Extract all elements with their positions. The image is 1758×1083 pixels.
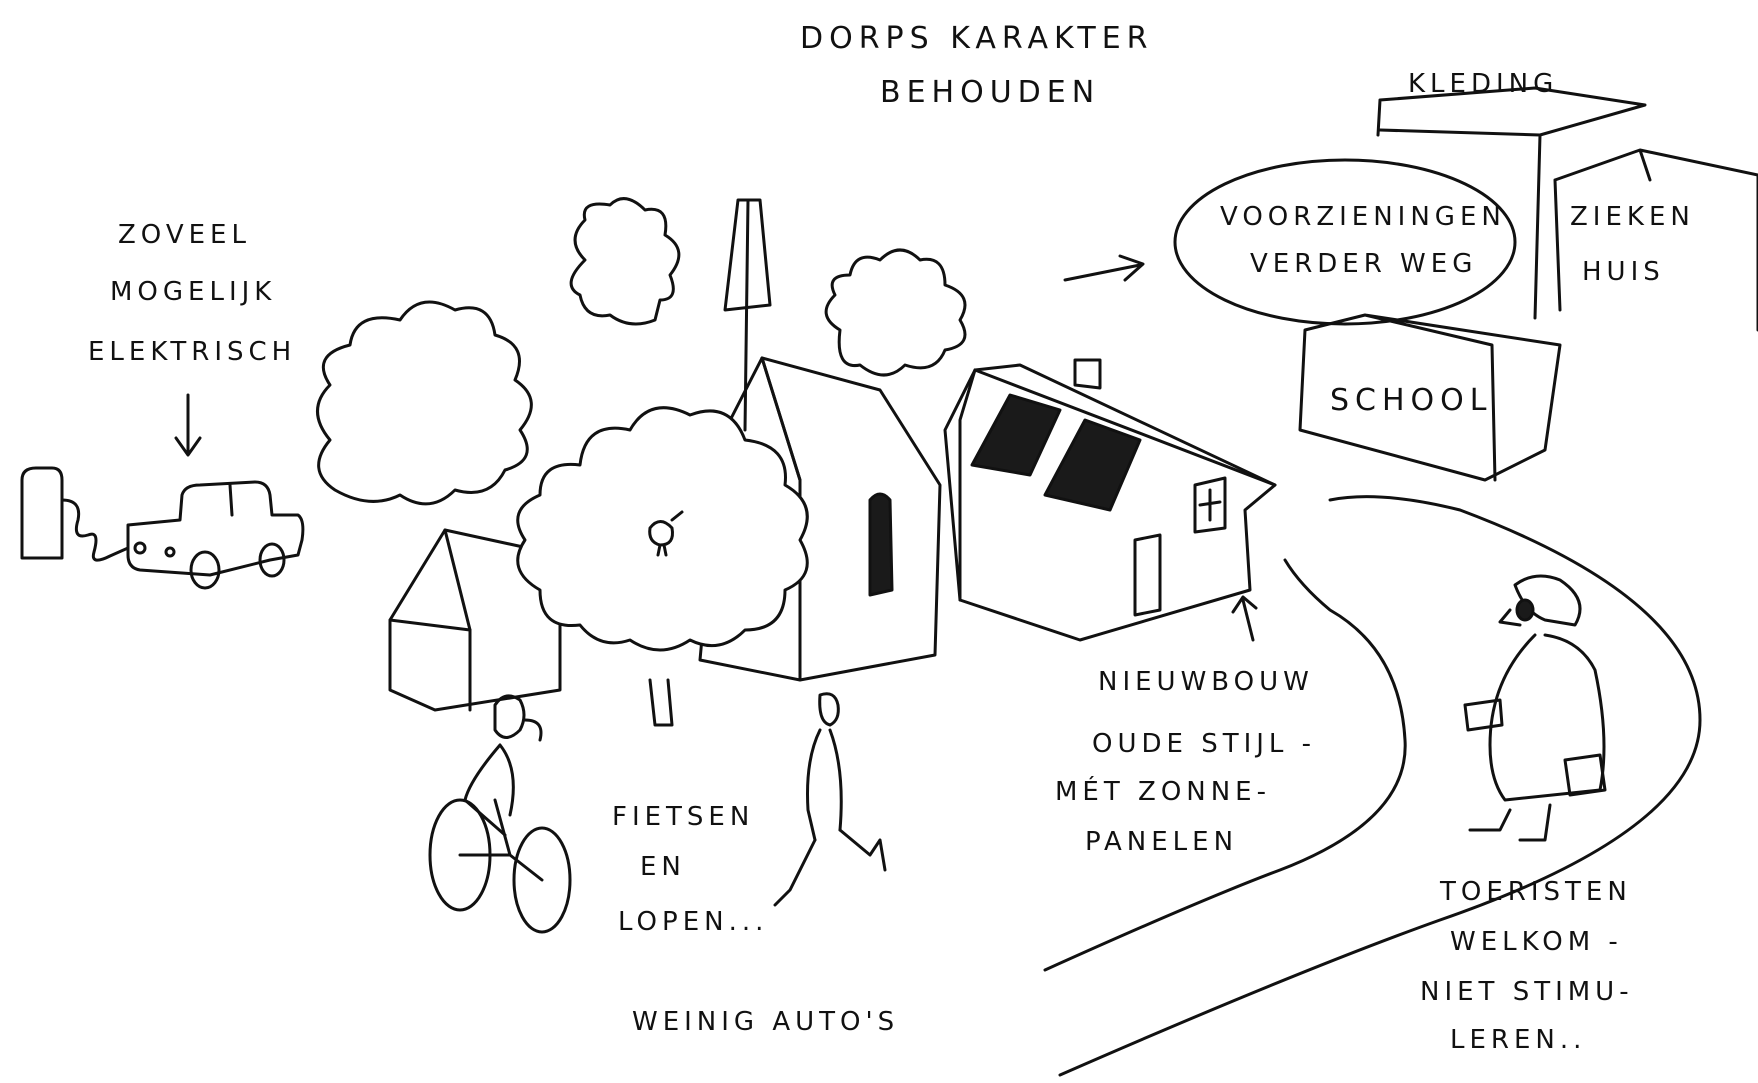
newbuild-line-3: MÉT ZONNE- [1055,775,1271,807]
church-steeple [725,200,770,430]
title-line-2: BEHOUDEN [880,75,1100,110]
car-wheel [191,552,219,588]
tree-trunk [650,680,672,725]
tree-middle [571,199,679,324]
hospital-label-1: ZIEKEN [1570,202,1695,232]
title-line-1: DORPS KARAKTER [800,21,1154,56]
walker [775,694,885,905]
tourists-line-2: WELKOM - [1450,927,1623,957]
electric-car-illustration [22,468,303,588]
cycling-line-3: LOPEN... [618,907,768,937]
arrow-right [1065,256,1143,280]
cyclist [430,696,570,932]
facilities-line-1: VOORZIENINGEN [1220,202,1506,232]
arrow-down [176,395,200,455]
church-window [870,494,892,595]
cars-label: WEINIG AUTO'S [632,1007,899,1037]
school-label: SCHOOL [1330,383,1493,418]
electric-label: ZOVEEL MOGELIJK ELEKTRISCH [88,220,296,455]
buildings-right [1300,88,1758,480]
clothing-label: KLEDING [1408,69,1558,99]
tourist [1465,576,1605,840]
tourists-line-1: TOERISTEN [1439,877,1632,907]
tourists-line-4: LEREN.. [1450,1025,1586,1055]
hospital-label-2: HUIS [1582,257,1665,287]
facilities-bubble [1175,160,1515,324]
car-body [128,482,303,575]
electric-line-1: ZOVEEL [118,220,251,250]
electric-line-2: MOGELIJK [110,277,276,307]
chimney [1075,360,1100,388]
electric-line-3: ELEKTRISCH [88,337,296,367]
cycling-line-1: FIETSEN [612,802,754,832]
arrow-up [1233,597,1256,640]
cycling-line-2: EN [640,852,686,882]
tree-right [826,250,965,375]
facilities-line-2: VERDER WEG [1250,249,1477,279]
tourists-line-3: NIET STIMU- [1420,977,1634,1007]
newbuild-line-1: NIEUWBOUW [1098,667,1314,697]
charging-station [22,468,62,558]
title-text: DORPS KARAKTER BEHOUDEN [800,21,1154,110]
new-house [945,360,1275,640]
charging-cable [62,500,128,560]
tree-left [318,302,532,504]
camera-icon [1465,700,1502,730]
newbuild-line-2: OUDE STIJL - [1092,729,1316,759]
hospital-building [1555,150,1758,330]
newbuild-line-4: PANELEN [1085,827,1238,857]
